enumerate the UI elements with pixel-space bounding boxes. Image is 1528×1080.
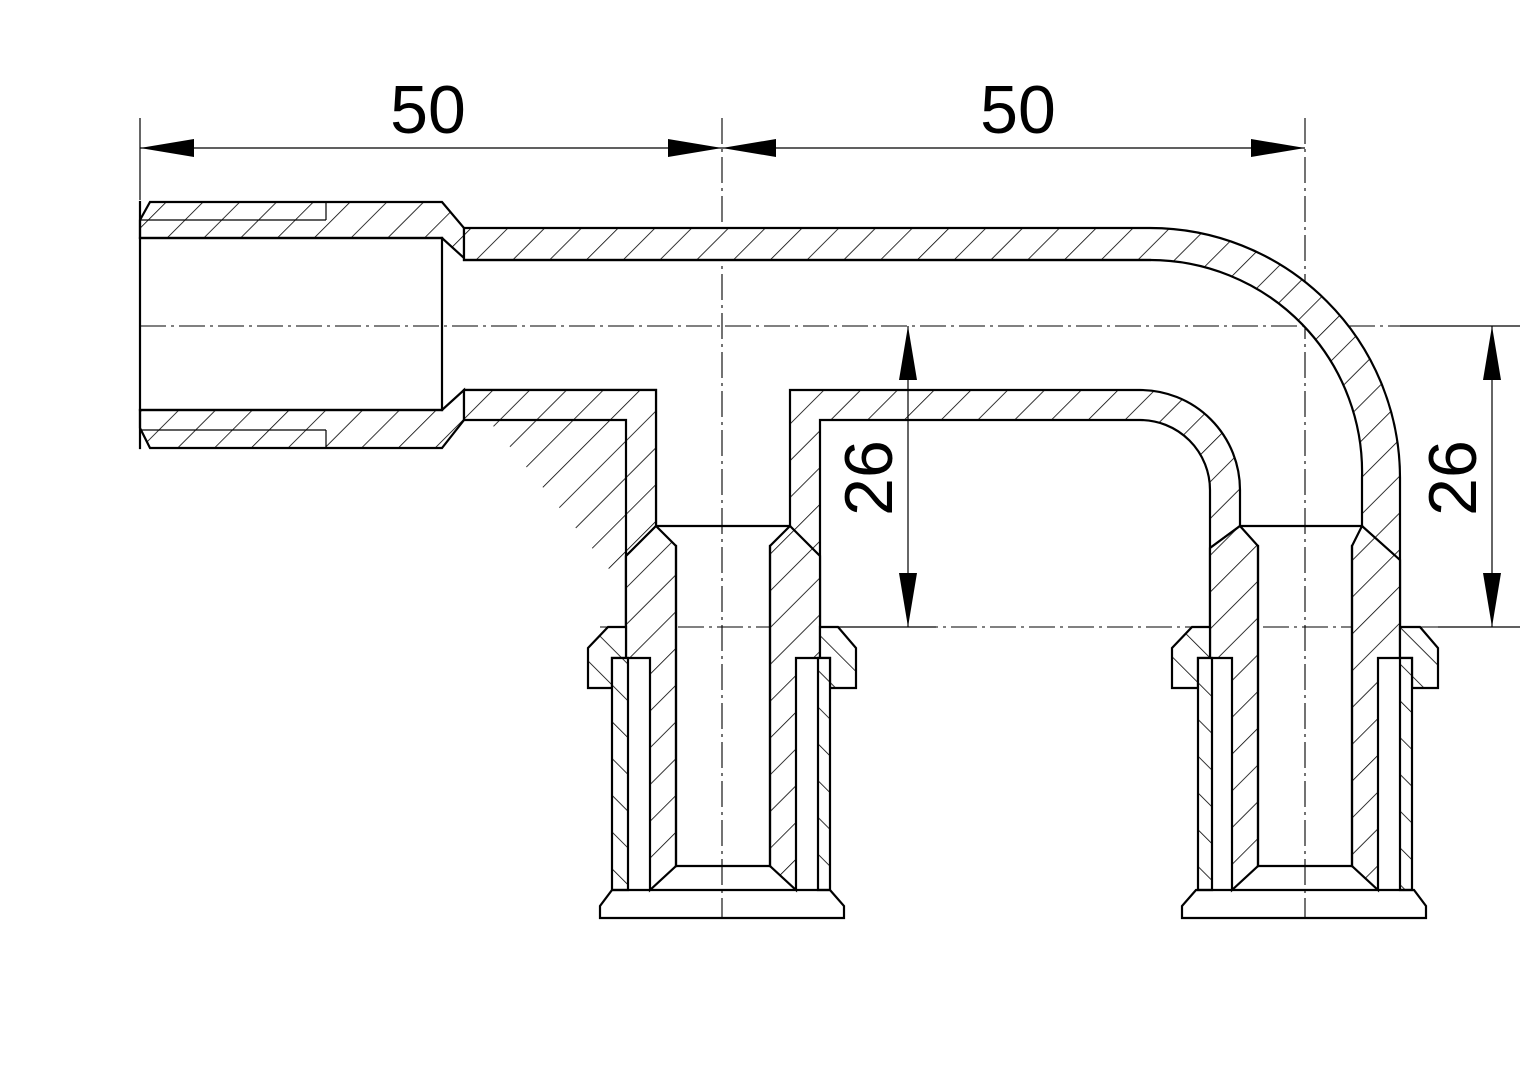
branch-1-sleeve-right [816,656,832,892]
branch-2-sleeve-right [1398,656,1414,892]
branch-2-neck-right [1350,524,1402,893]
arrow-v1-end [899,573,917,627]
inlet-lower-wall [138,387,466,450]
arrow-v2-end [1483,573,1501,627]
branch-2-outlet [1170,524,1440,920]
branch-1-bottom-ring [598,888,846,920]
arrow-h2-start [722,139,776,157]
main-body [462,226,1402,629]
dimension-label-vertical-right: 26 [1415,440,1491,516]
arrow-h1-start [140,139,194,157]
branch-1-sleeve-left [610,656,630,892]
branch-2-neck-left [1208,524,1260,893]
arrow-v1-start [899,326,917,380]
branch-1-outlet [586,524,858,920]
dimension-label-horizontal-right: 50 [980,72,1056,148]
branch-1-neck-right [768,524,822,893]
branch-2-sleeve-left [1196,656,1214,892]
dimension-annotations: 50 50 26 26 [139,72,1520,628]
dimension-label-vertical-left: 26 [831,440,907,516]
dimension-label-horizontal-left: 50 [390,72,466,148]
arrow-h2-end [1251,139,1305,157]
inlet-fitting [138,200,466,450]
arrow-h1-end [668,139,722,157]
inlet-upper-wall [138,200,466,261]
branch-2-bottom-ring [1180,888,1428,920]
branch-1-neck-left [624,524,678,893]
arrow-v2-start [1483,326,1501,380]
